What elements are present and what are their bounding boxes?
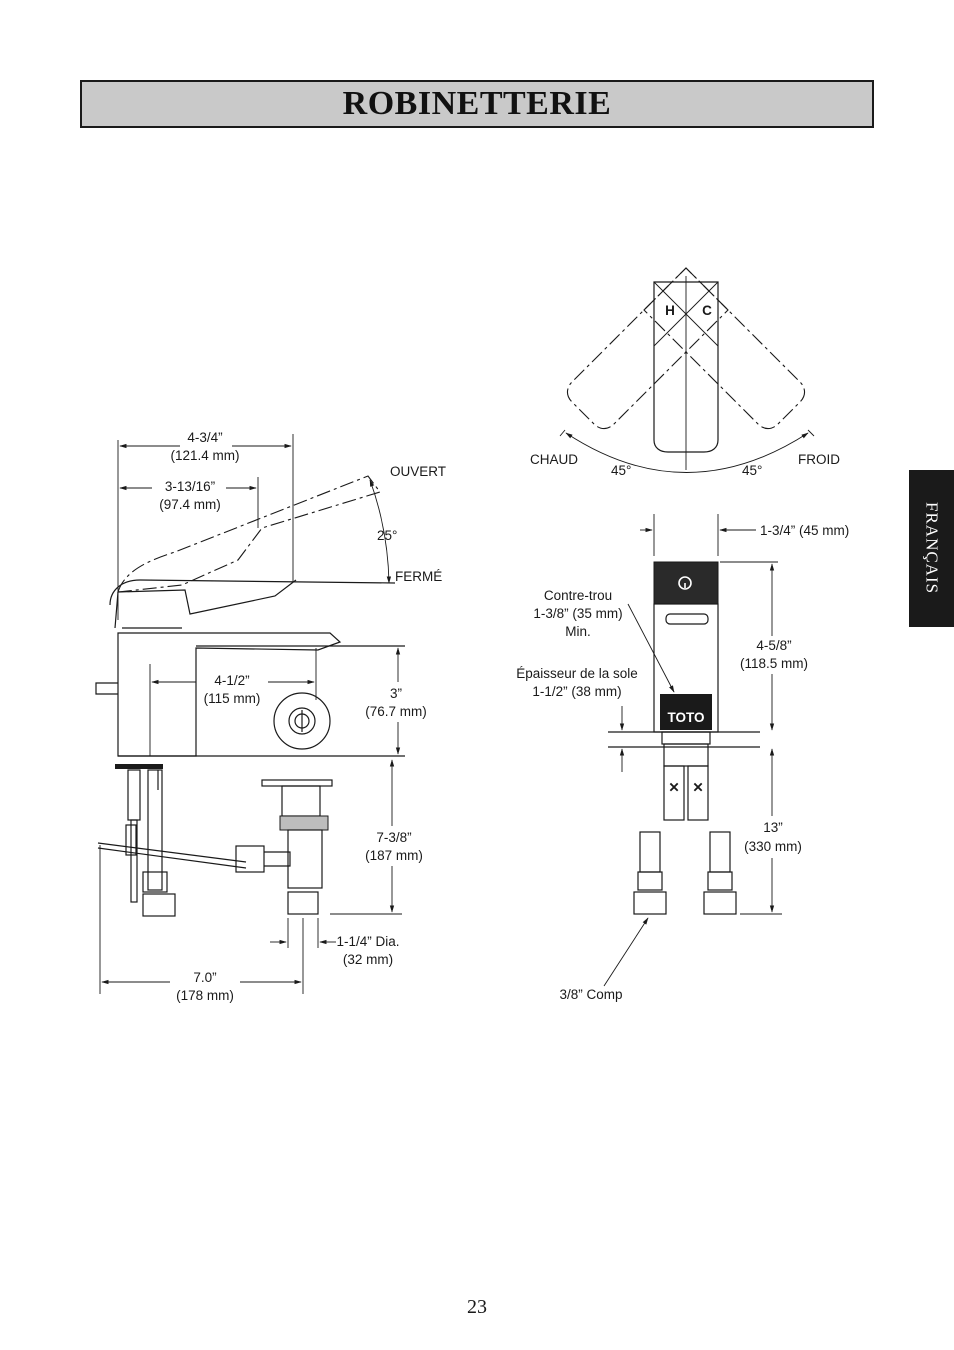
svg-text:✕: ✕ <box>668 780 679 795</box>
dim-lever-reach: 3-13/16” <box>165 479 215 494</box>
dim-spout-reach-mm: (115 mm) <box>204 691 261 706</box>
dim-overall-depth: 7.0” <box>193 970 216 985</box>
drain-assembly <box>97 779 333 915</box>
dim-handle-width: 1-3/4” (45 mm) <box>760 523 849 538</box>
front-view: TOTO ✕ ✕ 1-3/4” (45 mm) Contre-trou 1-3/… <box>516 514 849 1002</box>
section-title-bar: ROBINETTERIE <box>80 80 874 128</box>
label-counter-hole-min: Min. <box>565 624 591 639</box>
dim-drain-length: 7-3/8” <box>376 830 411 845</box>
dim-deck-thickness: 1-1/2” (38 mm) <box>532 684 621 699</box>
label-open: OUVERT <box>390 464 446 479</box>
dim-spout-reach: 4-1/2” <box>214 673 249 688</box>
dim-drain-length-mm: (187 mm) <box>365 848 423 863</box>
dim-lever-open-reach-mm: (121.4 mm) <box>170 448 239 463</box>
label-cold: FROID <box>798 452 840 467</box>
label-hot-mark: H <box>665 303 675 318</box>
dim-drain-diameter-mm: (32 mm) <box>343 952 393 967</box>
lever-open-outline <box>117 475 381 593</box>
dim-spout-height-mm: (76.7 mm) <box>365 704 427 719</box>
label-hot: CHAUD <box>530 452 578 467</box>
handle-center-outline <box>653 281 719 453</box>
brand-logo: TOTO <box>667 710 704 725</box>
language-tab: FRANÇAIS <box>909 470 954 627</box>
dim-spout-height: 3” <box>390 686 402 701</box>
dim-lever-reach-mm: (97.4 mm) <box>159 497 221 512</box>
svg-text:✕: ✕ <box>692 780 703 795</box>
page-number: 23 <box>467 1296 487 1318</box>
lever-closed-outline <box>109 579 396 606</box>
top-view: H C CHAUD 45° 45° FROID <box>530 267 840 478</box>
dim-drain-diameter: 1-1/4” Dia. <box>336 934 399 949</box>
dim-counter-hole: 1-3/8” (35 mm) <box>533 606 622 621</box>
label-hot-angle: 45° <box>611 463 631 478</box>
dim-supply-length: 13” <box>763 820 783 835</box>
page-title: ROBINETTERIE <box>342 85 612 122</box>
label-cold-mark: C <box>702 303 712 318</box>
dim-supply-length-mm: (330 mm) <box>744 839 802 854</box>
drain-cap <box>273 692 331 750</box>
label-counter-hole: Contre-trou <box>544 588 612 603</box>
label-compression-fitting: 3/8” Comp <box>559 987 622 1002</box>
dim-faucet-height: 4-5/8” <box>756 638 791 653</box>
dim-lever-open-reach: 4-3/4” <box>187 430 222 445</box>
handle-cold-position <box>643 267 806 430</box>
dim-faucet-height-mm: (118.5 mm) <box>740 656 808 671</box>
dim-overall-depth-mm: (178 mm) <box>176 988 234 1003</box>
handle-hot-position <box>566 267 729 430</box>
language-tab-label: FRANÇAIS <box>922 502 942 595</box>
label-cold-angle: 45° <box>742 463 762 478</box>
label-lever-angle: 25° <box>377 528 397 543</box>
label-closed: FERMÉ <box>395 569 442 584</box>
side-view: 4-3/4” (121.4 mm) 3-13/16” (97.4 mm) OUV… <box>95 430 446 1003</box>
label-deck-thickness: Épaisseur de la sole <box>516 666 638 681</box>
supply-lines <box>115 764 176 917</box>
